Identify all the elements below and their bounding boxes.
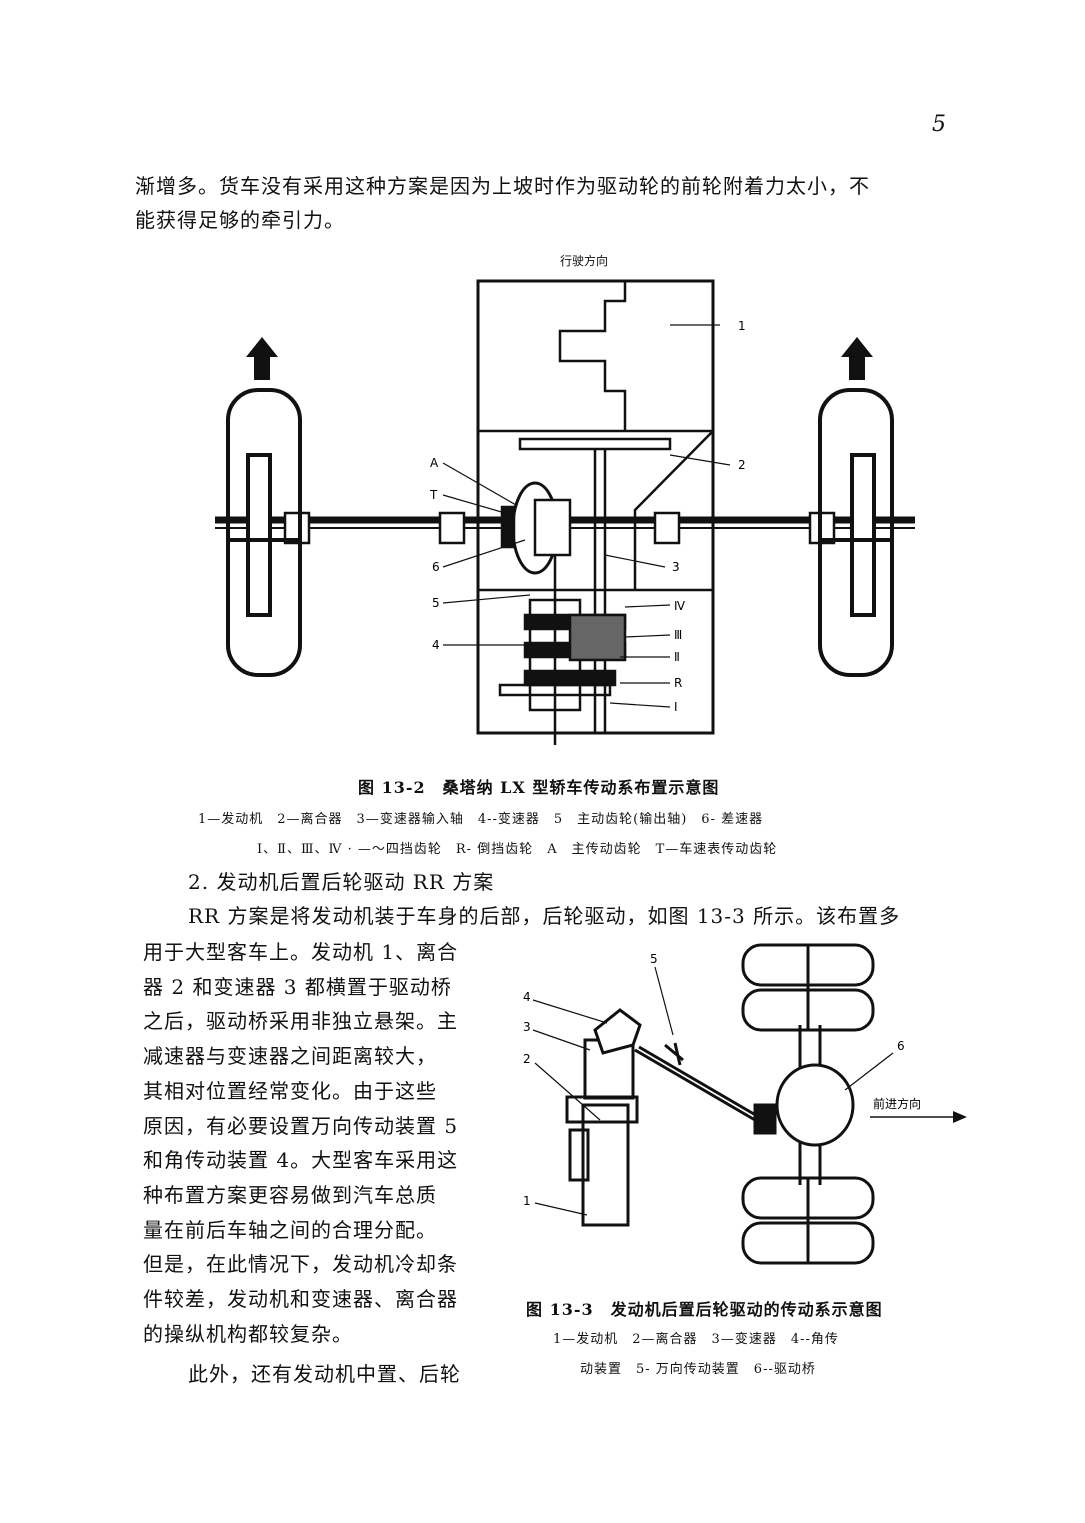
- body-line: 用于大型客车上。发动机 1、离合: [143, 940, 459, 964]
- fig2-label-1: 1: [523, 1194, 531, 1208]
- figure-13-2-legend-line-1: 1—发动机 2—离合器 3—变速器输入轴 4--变速器 5 主动齿轮(输出轴) …: [198, 812, 764, 827]
- forward-direction-arrow-icon: [953, 1111, 967, 1123]
- body-line: 减速器与变速器之间距离较大，: [143, 1044, 437, 1069]
- last-line: 此外，还有发动机中置、后轮: [188, 1362, 461, 1386]
- fig1-label-2: 2: [738, 458, 746, 472]
- fig1-label-3: 3: [672, 560, 680, 574]
- fig1-label-II: Ⅱ: [674, 650, 680, 664]
- fig1-label-T: T: [429, 488, 438, 502]
- body-line: 但是，在此情况下，发动机冷却条: [143, 1252, 458, 1277]
- fig2-label-5: 5: [650, 952, 658, 966]
- intro-line-2: 能获得足够的牵引力。: [135, 208, 345, 232]
- fig1-label-R: R: [674, 676, 682, 690]
- figure-13-2-caption: 图 13-2 桑塔纳 LX 型轿车传动系布置示意图: [358, 778, 720, 797]
- fig1-label-IV: Ⅳ: [674, 599, 685, 613]
- body-line: 之后，驱动桥采用非独立悬架。主: [143, 1009, 458, 1034]
- body-line: 原因，有必要设置万向传动装置 5: [143, 1113, 459, 1138]
- fig2-label-4: 4: [523, 990, 531, 1004]
- figure-13-2-legend-line-2: Ⅰ、Ⅱ、Ⅲ、Ⅳ · —～四挡齿轮 R- 倒挡齿轮 A 主传动齿轮 T—车速表传动…: [257, 842, 778, 857]
- body-line: 和角传动装置 4。大型客车采用这: [143, 1148, 459, 1173]
- body-line: 件较差，发动机和变速器、离合器: [143, 1287, 458, 1312]
- fig2-label-3: 3: [523, 1020, 531, 1034]
- figure-13-3-legend-line-1: 1—发动机 2—离合器 3—变速器 4--角传: [553, 1332, 839, 1347]
- body-line: 的操纵机构都较复杂。: [143, 1321, 353, 1346]
- section-first-line: RR 方案是将发动机装于车身的后部，后轮驱动，如图 13-3 所示。该布置多: [188, 904, 901, 928]
- page-number: 5: [932, 112, 946, 137]
- right-forward-arrow-icon: [841, 337, 873, 380]
- fig1-label-1: 1: [738, 319, 746, 333]
- section-body: 用于大型客车上。发动机 1、离合 器 2 和变速器 3 都横置于驱动桥 之后，驱…: [143, 935, 458, 1351]
- fig1-label-6: 6: [432, 560, 440, 574]
- figure-13-3-caption: 图 13-3 发动机后置后轮驱动的传动系示意图: [526, 1300, 883, 1319]
- fig1-label-A: A: [430, 456, 439, 470]
- fig2-label-2: 2: [523, 1052, 531, 1066]
- body-line: 种布置方案更容易做到汽车总质: [143, 1182, 437, 1207]
- fig1-label-III: Ⅲ: [674, 628, 682, 642]
- figure-13-3-rear-engine-diagram: 5 4 3 2 1 6 前进方向: [523, 943, 967, 1265]
- section-heading: 2. 发动机后置后轮驱动 RR 方案: [188, 870, 495, 894]
- figure-13-2-drivetrain-diagram: 行驶方向: [215, 253, 915, 745]
- left-forward-arrow-icon: [246, 337, 278, 380]
- fig2-direction-label: 前进方向: [873, 1096, 921, 1111]
- fig1-label-5: 5: [432, 596, 440, 610]
- body-line: 其相对位置经常变化。由于这些: [143, 1078, 437, 1103]
- fig2-label-6: 6: [897, 1039, 905, 1053]
- fig1-direction-label: 行驶方向: [560, 253, 608, 268]
- intro-line-1: 渐增多。货车没有采用这种方案是因为上坡时作为驱动轮的前轮附着力太小，不: [135, 174, 870, 198]
- fig1-label-I: Ⅰ: [674, 700, 678, 714]
- fig1-label-4: 4: [432, 638, 440, 652]
- figure-13-3-legend-line-2: 动装置 5- 万向传动装置 6--驱动桥: [580, 1362, 816, 1377]
- body-line: 量在前后车轴之间的合理分配。: [143, 1217, 437, 1242]
- body-line: 器 2 和变速器 3 都横置于驱动桥: [143, 974, 452, 999]
